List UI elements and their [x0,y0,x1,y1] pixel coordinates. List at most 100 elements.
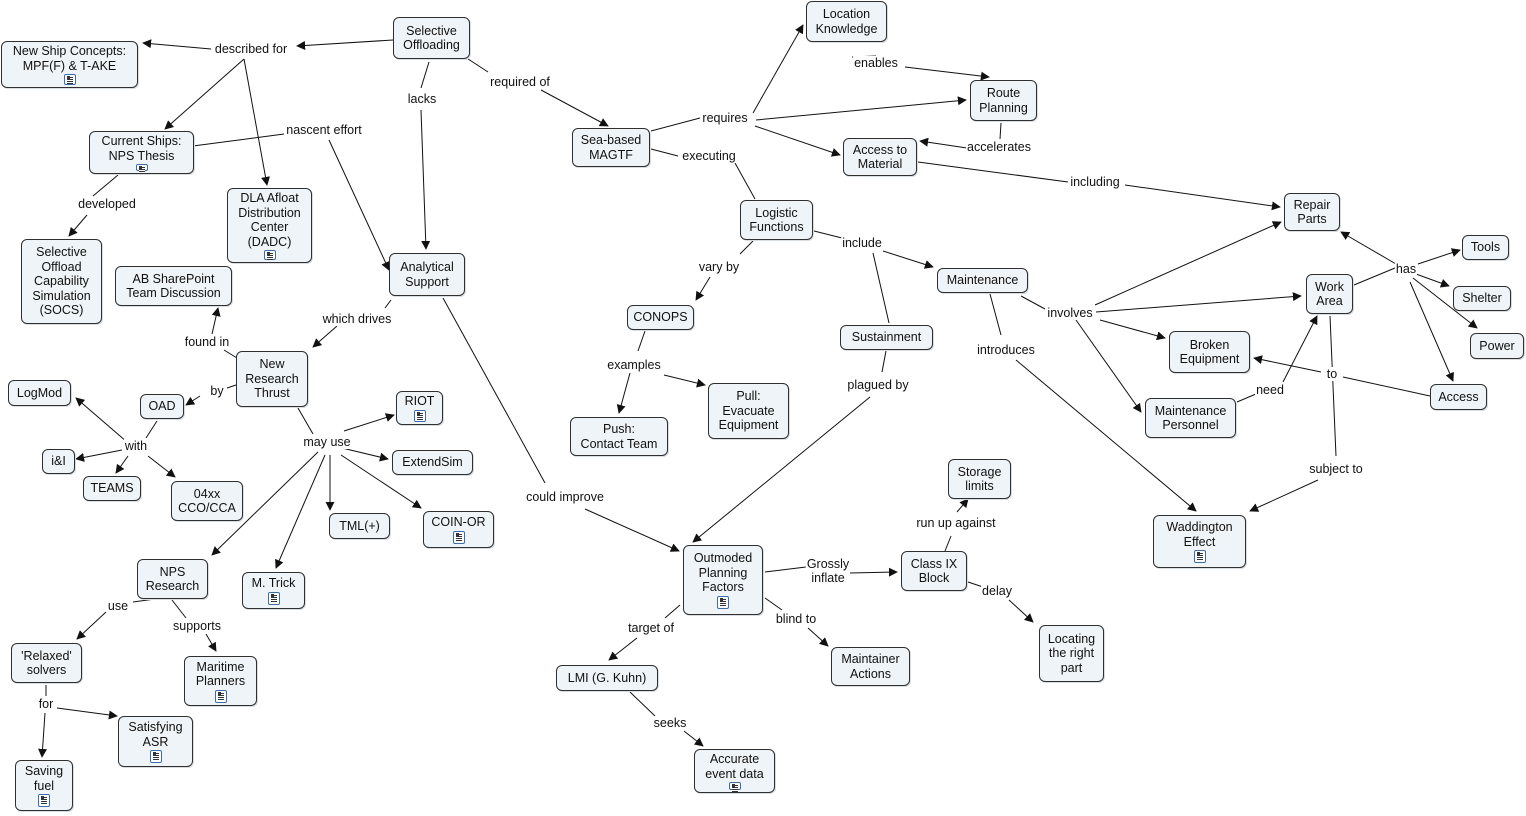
connection-line [68,214,88,237]
concept-saving-fuel[interactable]: Saving fuel [15,760,73,811]
document-icon[interactable] [267,591,280,605]
concept-dadc[interactable]: DLA Afloat Distribution Center (DADC) [227,188,312,263]
connection-line [205,633,217,652]
connection-line [872,252,890,324]
concept-selective-offloading[interactable]: Selective Offloading [393,17,470,59]
concept-logistic-functions[interactable]: Logistic Functions [740,200,813,240]
concept-lmi[interactable]: LMI (G. Kuhn) [556,665,658,691]
connection-line [145,420,158,439]
concept-label: COIN-OR [431,515,486,530]
concept-current-ships[interactable]: Current Ships: NPS Thesis [89,131,194,174]
concept-push[interactable]: Push: Contact Team [570,417,668,456]
concept-new-ship-concepts[interactable]: New Ship Concepts: MPF(F) & T-AKE [1,41,138,88]
concept-label: New Research Thrust [245,357,299,401]
concept-logmod[interactable]: LogMod [8,380,71,406]
concept-label: Sea-based MAGTF [580,133,642,162]
document-icon[interactable] [452,530,465,544]
link-phrase-nascent-effort: nascent effort [285,123,363,137]
link-phrase-run-up-against: run up against [915,516,997,530]
connection-line [650,148,679,157]
connection-line [185,395,201,406]
connection-line [384,299,392,309]
connection-line [147,455,176,478]
connection-line [739,240,754,255]
document-icon[interactable] [135,164,148,174]
document-icon[interactable] [1193,550,1206,563]
document-icon[interactable] [728,782,741,792]
connection-line [764,597,783,611]
concept-m-trick[interactable]: M. Trick [242,572,305,609]
concept-analytical-support[interactable]: Analytical Support [389,253,465,296]
concept-satisfying-asr[interactable]: Satisfying ASR [118,716,193,767]
concept-sea-based-magtf[interactable]: Sea-based MAGTF [572,128,650,167]
connection-line [813,230,843,239]
document-icon[interactable] [149,750,162,763]
concept-maritime-planners[interactable]: Maritime Planners [184,656,257,706]
connection-line [56,707,118,720]
concept-repair-parts[interactable]: Repair Parts [1284,193,1340,231]
connection-line [1417,248,1461,265]
concept-tml[interactable]: TML(+) [329,513,390,539]
link-phrase-lacks: lacks [406,92,438,106]
concept-accurate-event-data[interactable]: Accurate event data [694,749,775,793]
concept-work-area[interactable]: Work Area [1306,274,1353,314]
concept-teams[interactable]: TEAMS [83,476,141,501]
concept-maintenance[interactable]: Maintenance [937,268,1028,293]
concept-ab-sharepoint[interactable]: AB SharePoint Team Discussion [115,266,232,306]
connection-line [171,599,187,619]
connection-line [115,455,129,474]
concept-extendsim[interactable]: ExtendSim [392,450,473,475]
link-phrase-plagued-by: plagued by [846,378,910,392]
concept-access-to-material[interactable]: Access to Material [843,138,917,176]
connection-line [75,397,128,443]
link-phrase-including: including [1069,175,1121,189]
connection-line [1095,292,1302,313]
concept-pull[interactable]: Pull: Evacuate Equipment [708,383,789,439]
concept-maintenance-personnel[interactable]: Maintenance Personnel [1145,398,1236,438]
concept-location-knowledge[interactable]: Location Knowledge [806,1,887,42]
concept-sustainment[interactable]: Sustainment [840,325,933,350]
concept-shelter[interactable]: Shelter [1453,286,1511,311]
document-icon[interactable] [38,794,50,807]
link-phrase-for: for [37,697,55,711]
concept-storage-limits[interactable]: Storage limits [948,459,1011,499]
concept-broken-equipment[interactable]: Broken Equipment [1169,331,1250,373]
concept-maintainer-actions[interactable]: Maintainer Actions [831,647,910,686]
concept-route-planning[interactable]: Route Planning [970,80,1037,121]
concept-label: Access to Material [852,142,908,172]
document-icon[interactable] [717,595,729,609]
document-icon[interactable] [63,74,76,85]
link-phrase-has: has [1394,262,1418,276]
concept-label: New Ship Concepts: MPF(F) & T-AKE [12,44,127,73]
concept-relaxed-solvers[interactable]: 'Relaxed' solvers [11,643,82,683]
concept-socs[interactable]: Selective Offload Capability Simulation … [21,239,102,324]
connection-line [296,39,394,50]
connection-line [999,122,1002,140]
concept-nps-research[interactable]: NPS Research [137,559,208,599]
concept-label: 'Relaxed' solvers [21,648,72,678]
concept-label: Outmoded Planning Factors [693,551,753,595]
concept-waddington-effect[interactable]: Waddington Effect [1153,515,1246,568]
concept-oad[interactable]: OAD [140,394,184,419]
concept-coin-or[interactable]: COIN-OR [423,511,494,548]
concept-power[interactable]: Power [1470,333,1524,359]
concept-ial[interactable]: i&I [42,449,75,474]
concept-class-ix-block[interactable]: Class IX Block [901,551,967,591]
concept-riot[interactable]: RIOT [396,391,443,425]
concept-access[interactable]: Access [1430,384,1487,410]
connection-line [849,567,898,577]
concept-conops[interactable]: CONOPS [627,305,694,330]
concept-outmoded-planning-factors[interactable]: Outmoded Planning Factors [683,545,763,615]
concept-label: Push: Contact Team [580,422,658,451]
document-icon[interactable] [263,250,276,260]
concept-label: TML(+) [339,518,380,533]
connection-line [1329,315,1337,457]
document-icon[interactable] [214,689,227,703]
concept-cco-cca[interactable]: 04xx CCO/CCA [171,481,243,521]
concept-tools[interactable]: Tools [1462,235,1509,260]
document-icon[interactable] [413,409,426,422]
concept-new-research-thrust[interactable]: New Research Thrust [236,351,308,407]
concept-locating-right-part[interactable]: Locating the right part [1039,625,1104,682]
connection-line [755,96,967,121]
